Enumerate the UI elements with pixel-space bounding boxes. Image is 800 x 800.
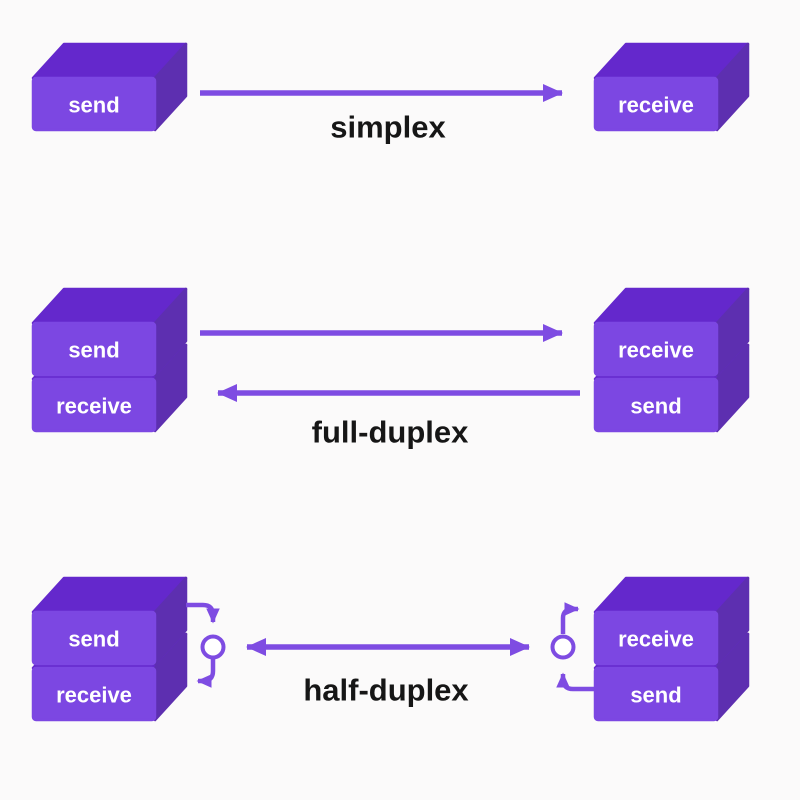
box-front-face: [31, 76, 157, 132]
half-duplex-right-send-to-node-arrow: [556, 672, 595, 692]
box-front-face: [593, 76, 719, 132]
box-label: send: [68, 93, 119, 118]
box-label: receive: [618, 338, 694, 363]
box-front-face: [31, 666, 157, 722]
simplex-section: send simplex receive: [31, 42, 750, 145]
half-duplex-label: half-duplex: [303, 673, 469, 708]
box-label: send: [68, 338, 119, 363]
box-label: receive: [56, 683, 132, 708]
half-duplex-right-receive-box: receive: [593, 576, 750, 666]
box-front-face: [593, 610, 719, 666]
box-label: receive: [618, 627, 694, 652]
half-duplex-right-switch-node: [550, 634, 576, 660]
box-front-face: [31, 610, 157, 666]
box-label: send: [630, 683, 681, 708]
box-front-face: [31, 377, 157, 433]
box-front-face: [593, 321, 719, 377]
simplex-receiver-box: receive: [593, 42, 750, 132]
box-label: send: [68, 627, 119, 652]
simplex-label: simplex: [330, 110, 446, 145]
half-duplex-left-send-to-node-arrow: [186, 602, 220, 624]
box-front-face: [593, 666, 719, 722]
box-label: receive: [56, 394, 132, 419]
simplex-sender-box: send: [31, 42, 188, 132]
full-duplex-label: full-duplex: [312, 415, 469, 450]
half-duplex-left-send-box: send: [31, 576, 188, 666]
box-label: send: [630, 394, 681, 419]
box-label: receive: [618, 93, 694, 118]
half-duplex-right-node-to-receive-arrow: [560, 602, 580, 634]
full-duplex-right-receive-box: receive: [593, 287, 750, 377]
full-duplex-left-send-box: send: [31, 287, 188, 377]
half-duplex-left-switch-node: [200, 634, 226, 660]
box-front-face: [593, 377, 719, 433]
full-duplex-section: receive send full-duplex send receive: [31, 287, 750, 450]
box-front-face: [31, 321, 157, 377]
half-duplex-left-node-to-receive-arrow: [196, 659, 216, 688]
half-duplex-section: receive send half-duplex send: [31, 576, 750, 722]
